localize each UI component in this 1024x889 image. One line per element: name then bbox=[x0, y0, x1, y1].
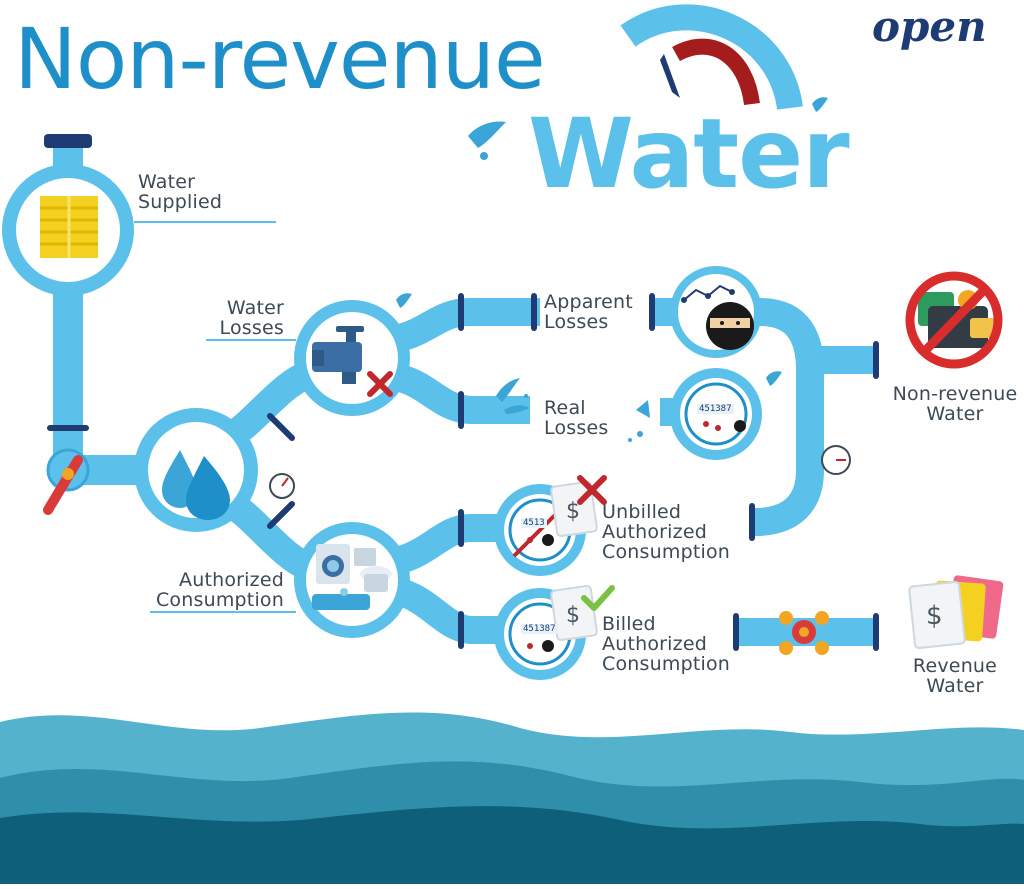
label-line: Consumption bbox=[155, 589, 284, 611]
revenue-water-label: Revenue Water bbox=[900, 656, 1010, 696]
label-underlines bbox=[134, 221, 296, 613]
label-line: Billed bbox=[602, 613, 656, 635]
svg-text:$: $ bbox=[926, 601, 943, 631]
label-line: Water bbox=[226, 297, 284, 319]
thief-icon bbox=[681, 284, 754, 350]
real-losses-meter-reading: 451387 bbox=[697, 404, 734, 414]
brand-logo: open bbox=[872, 2, 987, 51]
speedometer-icon bbox=[660, 38, 760, 106]
pressure-gauge-icon bbox=[269, 473, 295, 499]
billed-invoice-icon: $ bbox=[550, 584, 615, 642]
label-line: Apparent bbox=[544, 291, 633, 313]
non-revenue-water-label: Non-revenue Water bbox=[888, 384, 1022, 424]
ocean-waves bbox=[0, 712, 1024, 884]
pressure-gauge-icon-right bbox=[821, 445, 851, 475]
water-supplied-label: Water Supplied bbox=[138, 172, 222, 212]
label-line: Consumption bbox=[602, 541, 731, 563]
label-line: Authorized bbox=[179, 569, 284, 591]
pipe-cap bbox=[44, 134, 92, 148]
page-title: Non-revenue bbox=[14, 10, 546, 108]
label-line: Losses bbox=[544, 417, 609, 439]
cross-icon bbox=[367, 371, 393, 397]
billed-meter-reading: 451387 bbox=[521, 624, 558, 634]
label-line: Authorized bbox=[602, 521, 707, 543]
svg-text:$: $ bbox=[566, 499, 580, 524]
pipe-joints bbox=[47, 140, 879, 651]
label-line: Real bbox=[544, 397, 586, 419]
invoice-icon: $ bbox=[908, 575, 1004, 650]
unbilled-meter-reading: 4513 bbox=[521, 518, 547, 528]
label-line: Consumption bbox=[602, 653, 731, 675]
no-money-icon bbox=[905, 271, 1003, 369]
faucet-icon bbox=[312, 326, 364, 384]
authorized-consumption-label: Authorized Consumption bbox=[140, 570, 284, 610]
page-title-second-line: Water bbox=[528, 98, 850, 210]
label-line: Authorized bbox=[602, 633, 707, 655]
authorized-consumption-node bbox=[294, 522, 410, 638]
pipe-valve-icon bbox=[779, 611, 829, 655]
building-icon bbox=[40, 196, 98, 258]
apparent-losses-label: Apparent Losses bbox=[544, 292, 633, 332]
label-line: Supplied bbox=[138, 191, 223, 213]
billed-authorized-consumption-label: Billed Authorized Consumption bbox=[602, 614, 730, 674]
label-line: Water bbox=[138, 171, 196, 193]
real-losses-meter-node bbox=[670, 368, 762, 460]
main-valve-icon bbox=[43, 448, 90, 515]
label-line: Unbilled bbox=[602, 501, 682, 523]
label-line: Losses bbox=[544, 311, 609, 333]
drop-node bbox=[134, 408, 258, 532]
label-line: Water bbox=[926, 675, 984, 697]
label-line: Water bbox=[926, 403, 984, 425]
label-line: Non-revenue bbox=[892, 383, 1018, 405]
household-appliances-icon bbox=[312, 544, 392, 610]
label-line: Losses bbox=[219, 317, 284, 339]
leak-splash-icon bbox=[396, 97, 828, 442]
unbilled-invoice-icon: $ bbox=[550, 475, 607, 538]
real-losses-label: Real Losses bbox=[544, 398, 608, 438]
unbilled-authorized-consumption-label: Unbilled Authorized Consumption bbox=[602, 502, 730, 562]
label-line: Revenue bbox=[912, 655, 998, 677]
svg-text:$: $ bbox=[566, 603, 580, 628]
water-losses-label: Water Losses bbox=[200, 298, 284, 338]
